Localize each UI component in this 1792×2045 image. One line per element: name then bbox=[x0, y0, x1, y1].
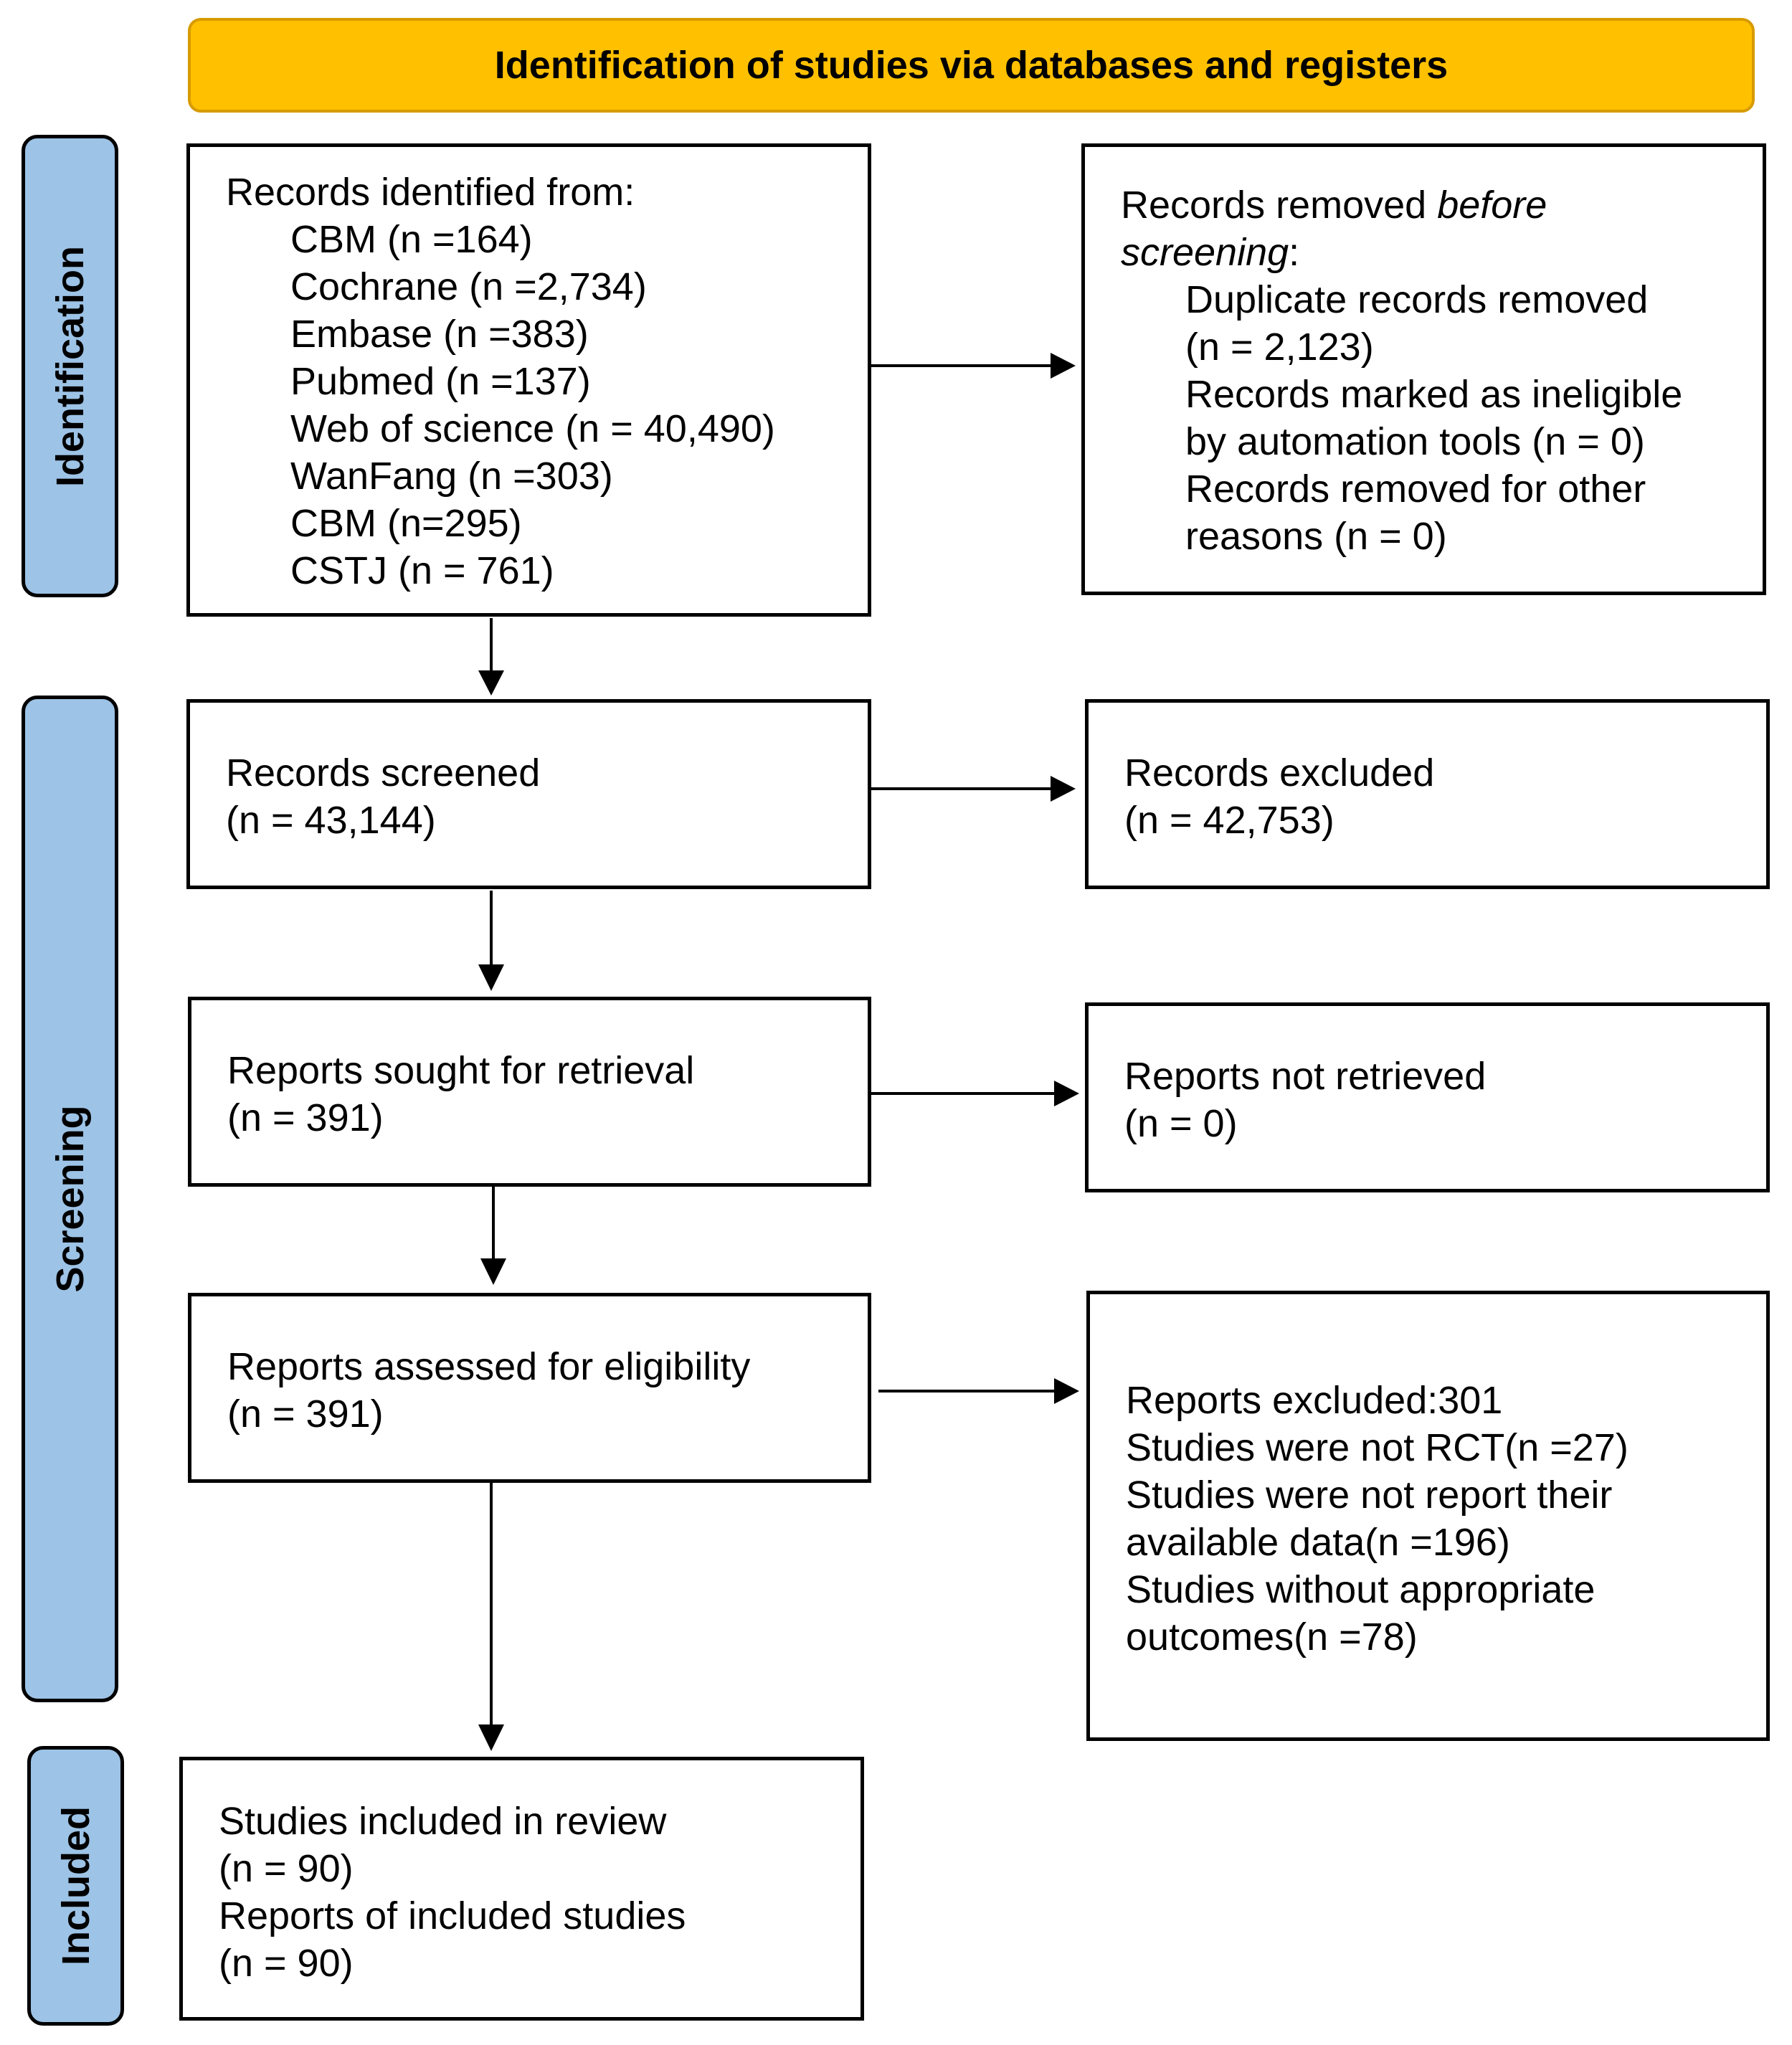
included-line: Studies included in review bbox=[219, 1800, 667, 1843]
reports-assessed-label: Reports assessed for eligibility bbox=[227, 1345, 751, 1388]
reports-sought-box: Reports sought for retrieval (n = 391) bbox=[188, 997, 871, 1187]
records-excluded-count: (n = 42,753) bbox=[1124, 799, 1334, 842]
removed-line: by automation tools (n = 0) bbox=[1185, 420, 1645, 463]
records-removed-heading: Records removed before bbox=[1121, 184, 1547, 227]
records-excluded-box: Records excluded (n = 42,753) bbox=[1085, 699, 1770, 889]
reports-excluded-line: Studies were not RCT(n =27) bbox=[1126, 1426, 1629, 1469]
removed-line: reasons (n = 0) bbox=[1185, 515, 1447, 558]
source-item: WanFang (n =303) bbox=[290, 455, 613, 498]
source-item: Cochrane (n =2,734) bbox=[290, 265, 647, 308]
source-item: Embase (n =383) bbox=[290, 313, 589, 356]
arrow-screened-to-excluded bbox=[871, 776, 1076, 802]
arrow-screened-to-sought bbox=[478, 891, 504, 991]
reports-assessed-box: Reports assessed for eligibility (n = 39… bbox=[188, 1293, 871, 1483]
removed-line: (n = 2,123) bbox=[1185, 326, 1374, 369]
arrow-identified-to-screened bbox=[478, 618, 504, 696]
arrow-identified-to-removed bbox=[871, 353, 1076, 379]
source-item: CSTJ (n = 761) bbox=[290, 549, 554, 592]
reports-excluded-line: Reports excluded:301 bbox=[1126, 1379, 1503, 1422]
records-removed-heading-cont: screening: bbox=[1121, 231, 1300, 274]
source-item: Pubmed (n =137) bbox=[290, 360, 591, 403]
source-item: Web of science (n = 40,490) bbox=[290, 407, 775, 450]
reports-not-retrieved-count: (n = 0) bbox=[1124, 1102, 1238, 1145]
reports-excluded-line: Studies without appropriate bbox=[1126, 1568, 1596, 1611]
reports-excluded-line: Studies were not report their bbox=[1126, 1474, 1613, 1517]
reports-sought-label: Reports sought for retrieval bbox=[227, 1049, 695, 1092]
reports-excluded-line: available data(n =196) bbox=[1126, 1521, 1510, 1564]
phase-identification: Identification bbox=[22, 135, 118, 597]
records-removed-box: Records removed before screening: Duplic… bbox=[1081, 143, 1766, 595]
removed-line: Records removed for other bbox=[1185, 468, 1646, 511]
phase-included: Included bbox=[27, 1746, 124, 2026]
reports-not-retrieved-label: Reports not retrieved bbox=[1124, 1055, 1487, 1098]
banner-title: Identification of studies via databases … bbox=[494, 44, 1449, 87]
records-excluded-label: Records excluded bbox=[1124, 751, 1435, 794]
arrow-assessed-to-excluded bbox=[878, 1378, 1079, 1404]
reports-sought-count: (n = 391) bbox=[227, 1096, 384, 1139]
banner: Identification of studies via databases … bbox=[188, 18, 1755, 113]
removed-line: Duplicate records removed bbox=[1185, 278, 1649, 321]
arrow-assessed-to-included bbox=[478, 1483, 504, 1751]
source-item: CBM (n=295) bbox=[290, 502, 522, 545]
reports-not-retrieved-box: Reports not retrieved (n = 0) bbox=[1085, 1002, 1770, 1192]
arrow-sought-to-assessed bbox=[480, 1185, 506, 1285]
records-identified-box: Records identified from: CBM (n =164) Co… bbox=[186, 143, 871, 617]
included-line: Reports of included studies bbox=[219, 1894, 686, 1937]
phase-screening: Screening bbox=[22, 696, 118, 1702]
source-item: CBM (n =164) bbox=[290, 218, 533, 261]
included-line: (n = 90) bbox=[219, 1847, 354, 1890]
records-identified-heading: Records identified from: bbox=[226, 171, 635, 214]
included-box: Studies included in review (n = 90) Repo… bbox=[179, 1757, 864, 2021]
reports-assessed-count: (n = 391) bbox=[227, 1392, 384, 1436]
reports-excluded-box: Reports excluded:301 Studies were not RC… bbox=[1086, 1291, 1770, 1741]
records-screened-label: Records screened bbox=[226, 751, 541, 794]
reports-excluded-line: outcomes(n =78) bbox=[1126, 1615, 1418, 1659]
records-screened-count: (n = 43,144) bbox=[226, 799, 436, 842]
records-screened-box: Records screened (n = 43,144) bbox=[186, 699, 871, 889]
arrow-sought-to-not-retrieved bbox=[871, 1081, 1079, 1106]
included-line: (n = 90) bbox=[219, 1942, 354, 1985]
removed-line: Records marked as ineligible bbox=[1185, 373, 1683, 416]
